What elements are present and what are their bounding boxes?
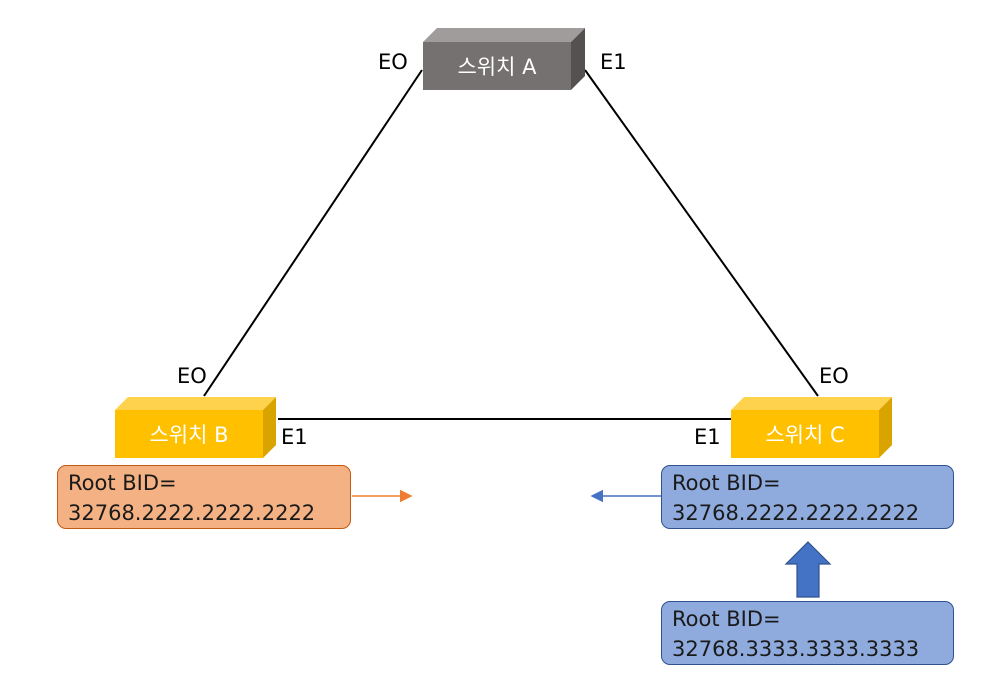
root-bid-label: Root BID=	[672, 607, 781, 631]
switch-a[interactable]: 스위치 A	[423, 28, 585, 90]
link-a-b	[203, 69, 423, 397]
root-bid-value: 32768.2222.2222.2222	[672, 501, 920, 525]
switch-b-label: 스위치 B	[115, 410, 263, 458]
root-bid-value: 32768.3333.3333.3333	[672, 637, 920, 661]
root-bid-box-b: Root BID= 32768.2222.2222.2222	[57, 465, 351, 529]
switch-c[interactable]: 스위치 C	[731, 397, 892, 458]
switch-a-body	[423, 28, 585, 90]
switch-c-port-e1: E1	[694, 425, 721, 449]
switch-b-body	[115, 397, 276, 458]
switch-a-port-e1: E1	[600, 50, 627, 74]
link-a-c	[584, 69, 819, 397]
switch-c-body	[731, 397, 892, 458]
switch-b-port-e1: E1	[281, 425, 308, 449]
switch-a-port-e0: EO	[378, 50, 408, 74]
root-bid-box-c: Root BID= 32768.2222.2222.2222	[661, 465, 954, 529]
root-bid-label: Root BID=	[672, 471, 781, 495]
switch-b[interactable]: 스위치 B	[115, 397, 276, 458]
root-bid-label: Root BID=	[68, 471, 177, 495]
switch-c-port-e0: EO	[819, 364, 849, 388]
switch-a-label: 스위치 A	[423, 42, 571, 90]
update-up-arrow	[784, 541, 832, 598]
root-bid-box-c-own: Root BID= 32768.3333.3333.3333	[661, 601, 954, 665]
switch-c-label: 스위치 C	[731, 410, 879, 458]
root-bid-value: 32768.2222.2222.2222	[68, 501, 316, 525]
switch-b-port-e0: EO	[177, 364, 207, 388]
